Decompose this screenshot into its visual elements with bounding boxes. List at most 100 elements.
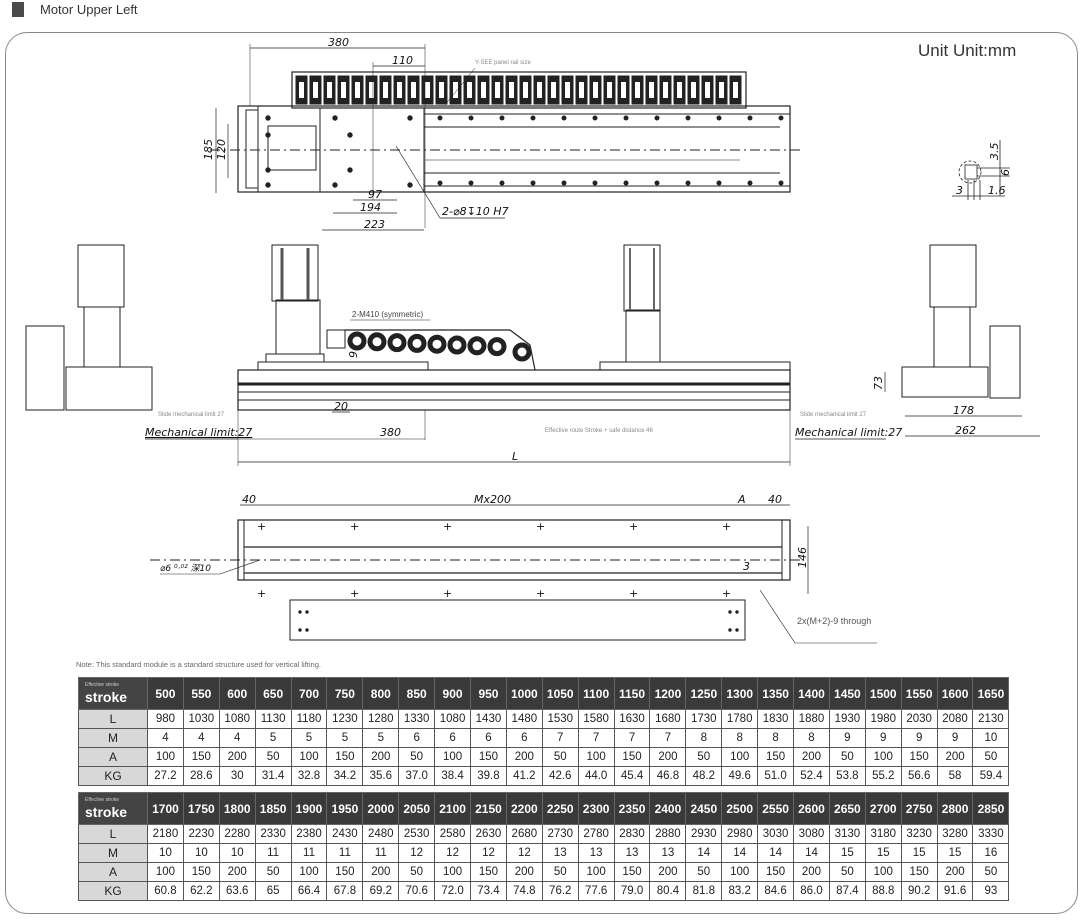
chain-link-gap (705, 82, 710, 98)
stroke-value: 1500 (864, 677, 902, 710)
table-cell: 10 (218, 843, 256, 863)
table-cell: 200 (362, 747, 400, 767)
plate-hole (728, 610, 732, 614)
hole (499, 115, 505, 121)
dim-40-right: 40 (768, 493, 782, 506)
stroke-header-small: Effective stroke (85, 797, 120, 803)
hole (499, 180, 505, 186)
stroke-value: 2450 (685, 792, 723, 825)
stroke-value: 2600 (793, 792, 830, 825)
table-cell: 42.6 (541, 766, 579, 786)
row-label: L (78, 824, 148, 844)
table-cell: 3280 (936, 824, 974, 844)
chain-link-gap (537, 82, 542, 98)
table-cell: 13 (649, 843, 687, 863)
bottom-hole-mark: + (629, 587, 638, 600)
table-cell: 6 (470, 728, 507, 748)
table-cell: 3180 (864, 824, 902, 844)
hole (530, 180, 536, 186)
table-cell: 200 (649, 747, 687, 767)
stroke-value: 2050 (398, 792, 436, 825)
chain-link-gap (439, 82, 444, 98)
table-cell: 37.0 (398, 766, 436, 786)
chain-link-gap (649, 82, 654, 98)
table-cell: 2780 (577, 824, 615, 844)
hole (716, 180, 722, 186)
table-cell: 5 (326, 728, 364, 748)
table-cell: 200 (218, 862, 256, 882)
bottom-hole-mark: + (722, 520, 731, 533)
section-marker-icon (12, 2, 24, 17)
chain-roller-hub (411, 337, 423, 349)
slide-limit-left: Slide mechanical limit 27 (158, 412, 225, 418)
table-cell: 58 (936, 766, 974, 786)
chain-link-gap (383, 82, 388, 98)
screw-callout: 2-M410 (symmetric) (352, 310, 423, 319)
table-cell: 1980 (864, 709, 902, 729)
bottom-hole-mark: + (629, 520, 638, 533)
table-cell: 14 (721, 843, 759, 863)
table-cell: 2180 (147, 824, 184, 844)
hole (778, 180, 784, 186)
row-label: A (78, 862, 148, 882)
table-cell: 3130 (828, 824, 866, 844)
stroke-value: 550 (182, 677, 220, 710)
table-cell: 72.0 (434, 881, 472, 901)
table-cell: 100 (147, 747, 184, 767)
table-cell: 150 (757, 862, 795, 882)
table-cell: 200 (362, 862, 400, 882)
chain-roller-hub (431, 338, 443, 350)
table-cell: 2830 (613, 824, 651, 844)
stroke-value: 2400 (649, 792, 687, 825)
table-cell: 44.0 (577, 766, 615, 786)
dim-40-left: 40 (242, 493, 256, 506)
table-cell: 11 (326, 843, 364, 863)
hole (437, 180, 443, 186)
table-cell: 2580 (434, 824, 472, 844)
stroke-value: 1250 (685, 677, 723, 710)
table-cell: 87.4 (828, 881, 866, 901)
table-cell: 4 (147, 728, 184, 748)
table-cell: 150 (470, 747, 507, 767)
table-cell: 1080 (218, 709, 256, 729)
table-cell: 150 (326, 862, 364, 882)
table-cell: 2680 (505, 824, 543, 844)
table-cell: 2280 (218, 824, 256, 844)
stroke-value: 750 (326, 677, 364, 710)
bottom-hole-mark: + (536, 520, 545, 533)
table-cell: 79.0 (613, 881, 651, 901)
table-cell: 2330 (254, 824, 292, 844)
table-cell: 41.2 (505, 766, 543, 786)
table-cell: 200 (505, 862, 543, 882)
table-cell: 13 (613, 843, 651, 863)
table-cell: 13 (577, 843, 615, 863)
table-cell: 16 (972, 843, 1010, 863)
effective-route-label: Effective route Stroke + safe distance 4… (545, 428, 653, 434)
table-cell: 49.6 (721, 766, 759, 786)
table-cell: 93 (972, 881, 1010, 901)
hole-callout: 2-⌀8↧10 H7 (442, 205, 509, 218)
hole (407, 182, 413, 188)
stroke-value: 2300 (577, 792, 615, 825)
table-cell: 83.2 (721, 881, 759, 901)
table-cell: 62.2 (182, 881, 220, 901)
bottom-hole-mark: + (536, 587, 545, 600)
chain-link-gap (691, 82, 696, 98)
table-cell: 14 (793, 843, 830, 863)
table-cell: 66.4 (290, 881, 328, 901)
table-cell: 5 (254, 728, 292, 748)
table-cell: 13 (541, 843, 579, 863)
unit-label: Unit Unit:mm (918, 41, 1017, 60)
table-cell: 31.4 (254, 766, 292, 786)
chain-link-gap (397, 82, 402, 98)
table-cell: 150 (182, 862, 220, 882)
table-cell: 7 (649, 728, 687, 748)
table-cell: 100 (577, 747, 615, 767)
table-cell: 7 (541, 728, 579, 748)
table-cell: 7 (613, 728, 651, 748)
hole (592, 115, 598, 121)
stroke-value: 2150 (470, 792, 507, 825)
dim-178: 178 (953, 404, 974, 417)
